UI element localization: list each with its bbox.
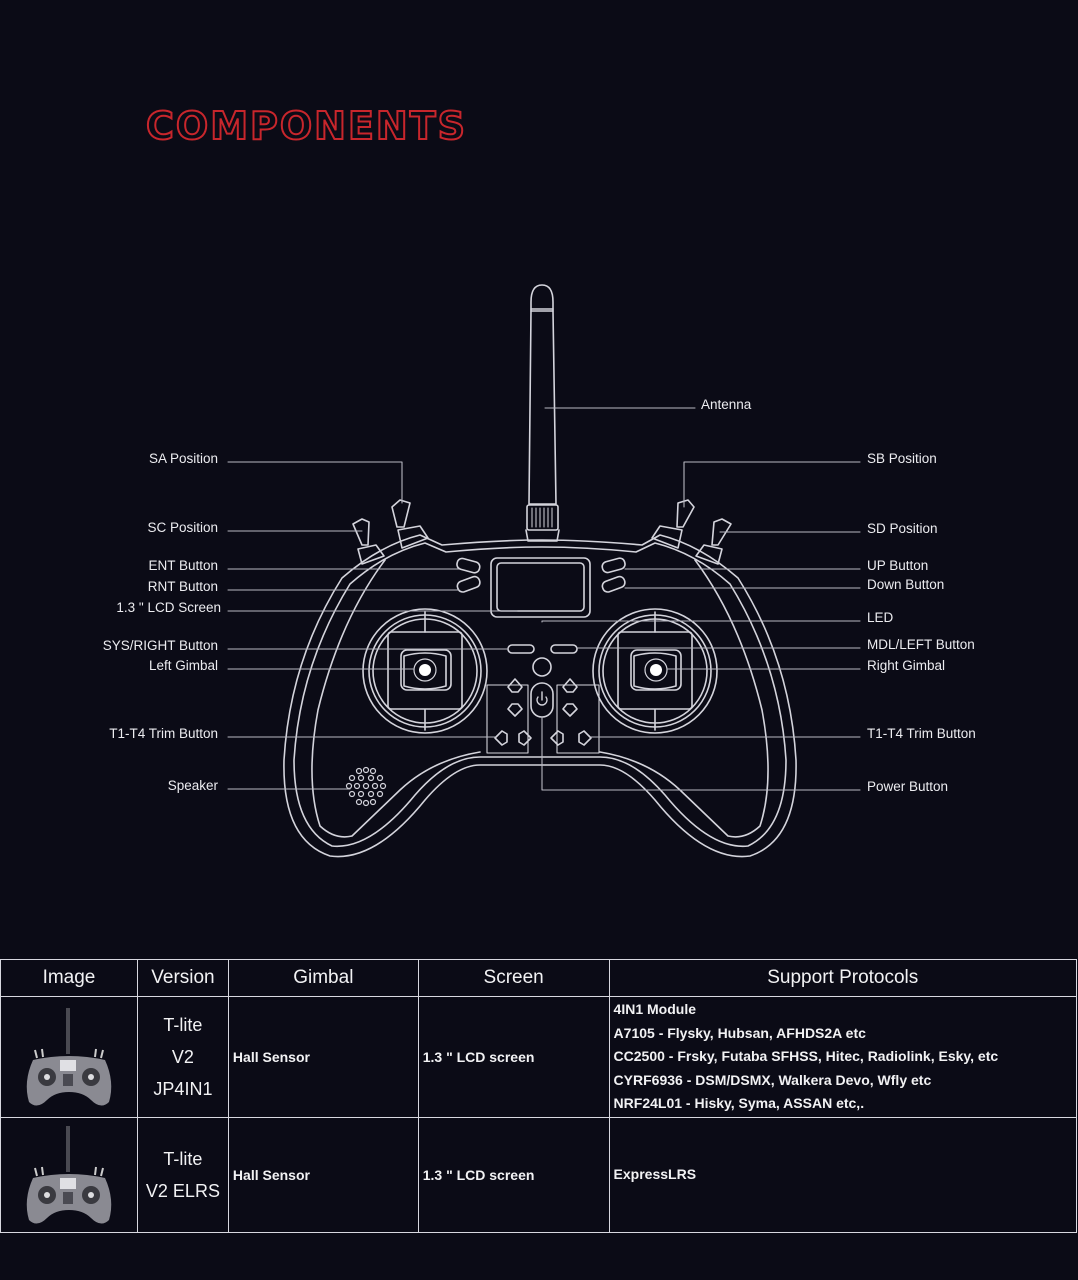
- right-gimbal-icon: [592, 608, 718, 734]
- label-left-trim-button: T1-T4 Trim Button: [109, 726, 218, 741]
- controller-thumbnail: [0, 1117, 138, 1233]
- label-sb-position: SB Position: [867, 451, 937, 466]
- protocol-line: ExpressLRS: [613, 1166, 697, 1183]
- label-left-gimbal: Left Gimbal: [148, 658, 218, 673]
- protocol-line: NRF24L01 - Hisky, Syma, ASSAN etc,.: [613, 1095, 865, 1112]
- protocol-line: CYRF6936 - DSM/DSMX, Walkera Devo, Wfly …: [613, 1071, 932, 1088]
- version-line1: T-lite: [163, 1149, 203, 1169]
- protocol-line: A7105 - Flysky, Hubsan, AFHDS2A etc: [613, 1024, 866, 1041]
- label-right-gimbal: Right Gimbal: [867, 658, 946, 673]
- switch-sd-icon: [695, 518, 732, 565]
- label-sd-position: SD Position: [867, 521, 938, 536]
- rnt-button-icon: [456, 575, 481, 593]
- down-button-icon: [601, 575, 626, 593]
- label-right-trim-button: T1-T4 Trim Button: [867, 726, 976, 741]
- version-line2: V2 ELRS: [145, 1181, 220, 1201]
- header-screen: Screen: [417, 959, 610, 997]
- switch-sc-icon: [352, 518, 385, 565]
- gimbal-cell: Hall Sensor: [227, 996, 419, 1118]
- table-row: T-lite V2 JP4IN1 Hall Sensor 1.3 " LCD s…: [0, 996, 1078, 1118]
- mdl-button-icon: [550, 644, 578, 654]
- version-line2: V2 JP4IN1: [153, 1047, 213, 1099]
- table-header-row: Image Version Gimbal Screen Support Prot…: [0, 959, 1078, 997]
- controller-thumbnail-icon: [26, 1126, 112, 1224]
- label-led: LED: [867, 610, 894, 625]
- header-version: Version: [136, 959, 229, 997]
- page-title: COMPONENTS: [145, 103, 468, 149]
- label-rnt-button: RNT Button: [147, 579, 218, 594]
- label-lcd-screen: 1.3 " LCD Screen: [116, 600, 221, 615]
- protocol-line: CC2500 - Frsky, Futaba SFHSS, Hitec, Rad…: [613, 1048, 999, 1065]
- controller-body: [283, 534, 797, 858]
- protocol-line: 4IN1 Module: [613, 1001, 697, 1018]
- controller-diagram: [227, 284, 861, 858]
- gimbal-cell: Hall Sensor: [227, 1117, 419, 1233]
- up-button-icon: [601, 557, 626, 574]
- label-mdl-left-button: MDL/LEFT Button: [867, 637, 975, 652]
- controller-thumbnail-icon: [26, 1008, 112, 1106]
- screen-cell: 1.3 " LCD screen: [417, 1117, 610, 1233]
- leader-lines: [227, 407, 861, 791]
- header-image: Image: [0, 959, 138, 997]
- switch-sb-icon: [651, 499, 695, 549]
- version-line1: T-lite: [163, 1015, 203, 1035]
- left-gimbal-icon: [362, 608, 488, 734]
- header-gimbal: Gimbal: [227, 959, 419, 997]
- controller-thumbnail: [0, 996, 138, 1118]
- protocols-cell: ExpressLRS: [608, 1117, 1078, 1233]
- table-row: T-lite V2 ELRS Hall Sensor 1.3 " LCD scr…: [0, 1117, 1078, 1233]
- led-icon: [532, 657, 552, 677]
- version-cell: T-lite V2 JP4IN1: [136, 996, 229, 1118]
- trim-buttons-icon: [486, 678, 600, 754]
- label-sa-position: SA Position: [148, 451, 218, 466]
- label-speaker: Speaker: [167, 778, 218, 793]
- label-sys-right-button: SYS/RIGHT Button: [102, 638, 218, 653]
- speaker-icon: [345, 766, 387, 807]
- version-cell: T-lite V2 ELRS: [136, 1117, 229, 1233]
- label-ent-button: ENT Button: [148, 558, 218, 573]
- label-antenna: Antenna: [701, 397, 752, 412]
- protocols-cell: 4IN1 Module A7105 - Flysky, Hubsan, AFHD…: [608, 996, 1078, 1118]
- label-up-button: UP Button: [867, 558, 929, 573]
- sys-button-icon: [507, 644, 535, 654]
- screen-cell: 1.3 " LCD screen: [417, 996, 610, 1118]
- ent-button-icon: [456, 557, 481, 574]
- switch-sa-icon: [391, 499, 429, 549]
- spec-table: Image Version Gimbal Screen Support Prot…: [0, 959, 1078, 1233]
- lcd-screen-icon: [490, 557, 591, 618]
- label-sc-position: SC Position: [147, 520, 218, 535]
- antenna-icon: [525, 284, 560, 542]
- label-down-button: Down Button: [867, 577, 945, 592]
- header-support-protocols: Support Protocols: [608, 959, 1078, 997]
- label-power-button: Power Button: [867, 779, 949, 794]
